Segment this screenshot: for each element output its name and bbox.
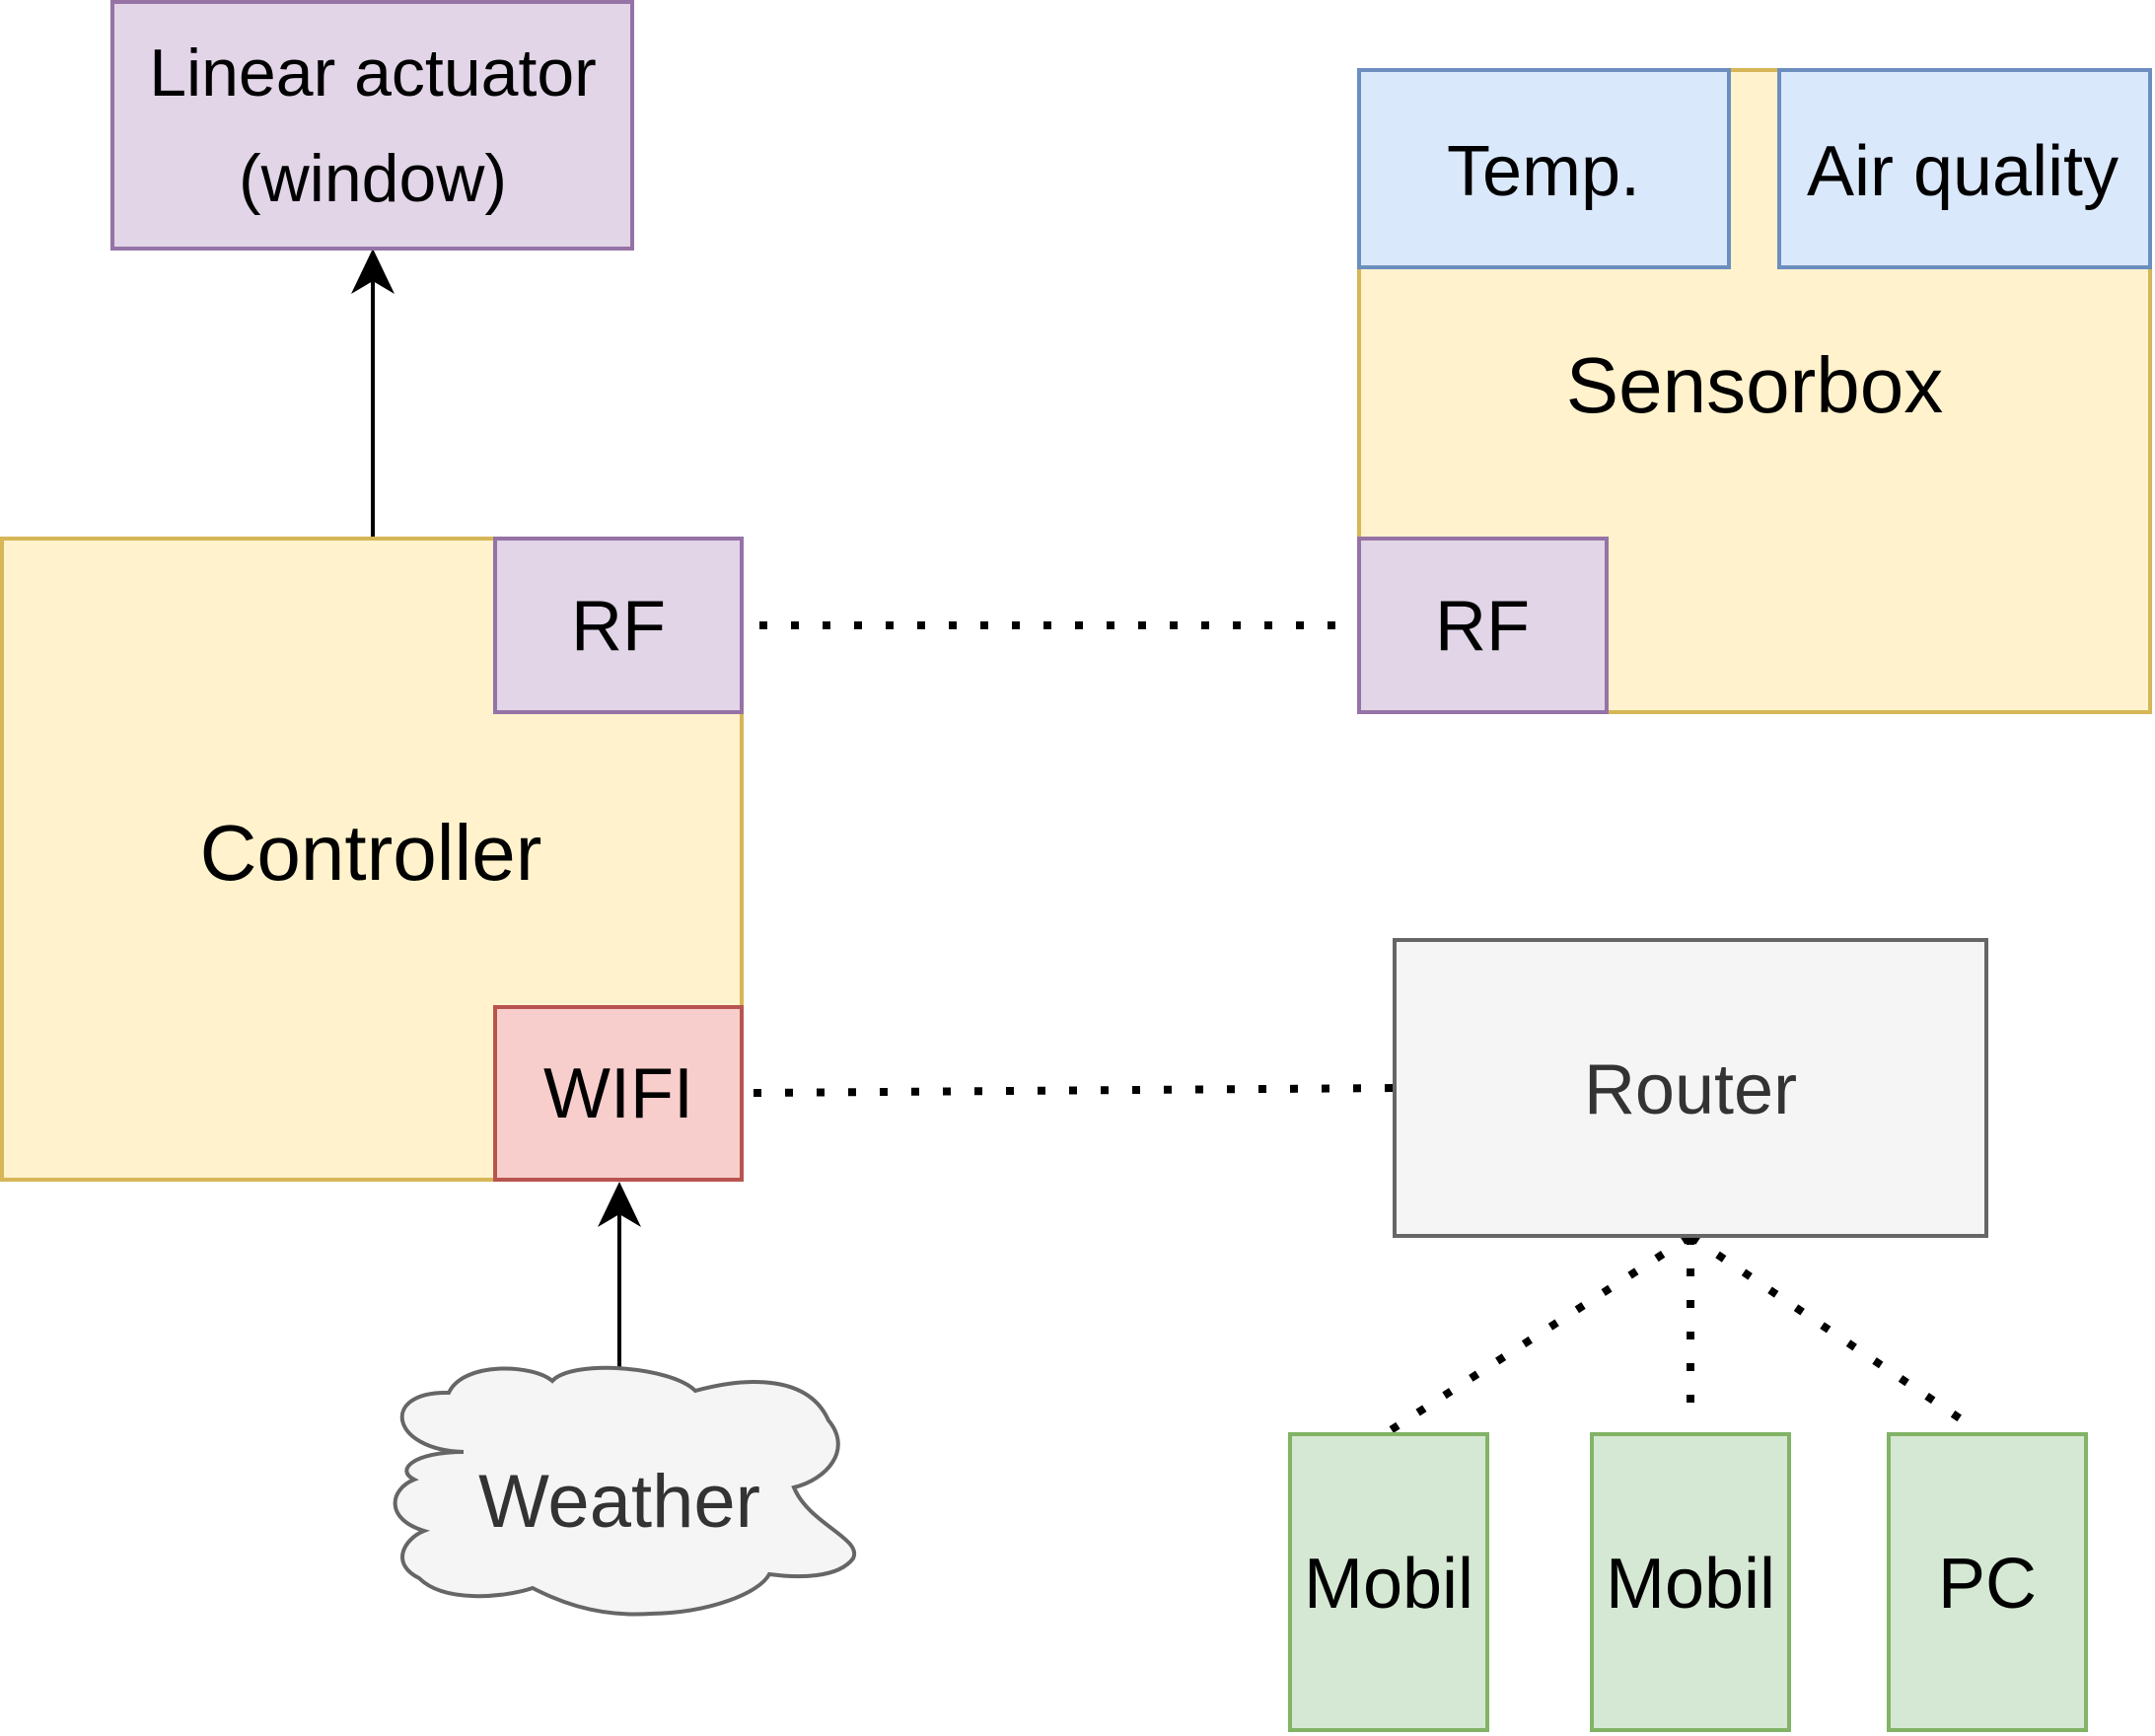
link-router-mobil1 xyxy=(1388,1233,1692,1434)
node-temp-sensor: Temp. xyxy=(1357,68,1731,269)
weather-label: Weather xyxy=(478,1460,760,1544)
node-linear-actuator: Linear actuator (window) xyxy=(110,0,634,251)
node-controller-rf: RF xyxy=(493,537,744,714)
sensorbox-label: Sensorbox xyxy=(1566,341,1943,429)
link-router-pc xyxy=(1688,1233,1966,1424)
actuator-label-line2: (window) xyxy=(239,141,507,216)
temp-label: Temp. xyxy=(1447,132,1640,211)
arrow-weather-to-wifi xyxy=(598,1182,641,1371)
air-quality-label: Air quality xyxy=(1807,132,2119,211)
controller-label: Controller xyxy=(200,809,542,897)
arrow-controller-to-actuator xyxy=(351,249,395,539)
node-pc: PC xyxy=(1887,1432,2088,1732)
controller-wifi-label: WIFI xyxy=(543,1054,693,1133)
actuator-label-line1: Linear actuator xyxy=(149,36,597,110)
node-mobil-2: Mobil xyxy=(1590,1432,1791,1732)
node-mobil-1: Mobil xyxy=(1288,1432,1489,1732)
mobil-1-label: Mobil xyxy=(1304,1545,1473,1624)
node-air-quality-sensor: Air quality xyxy=(1777,68,2152,269)
node-controller-wifi: WIFI xyxy=(493,1005,744,1182)
pc-label: PC xyxy=(1938,1545,2037,1624)
node-router: Router xyxy=(1393,938,1988,1238)
router-label: Router xyxy=(1584,1050,1797,1129)
node-sensorbox-rf: RF xyxy=(1357,537,1609,714)
link-wifi-router xyxy=(753,1084,1396,1097)
node-weather-cloud: Weather xyxy=(393,1365,857,1617)
sensorbox-rf-label: RF xyxy=(1435,587,1530,666)
mobil-2-label: Mobil xyxy=(1606,1545,1775,1624)
controller-rf-label: RF xyxy=(571,587,666,666)
